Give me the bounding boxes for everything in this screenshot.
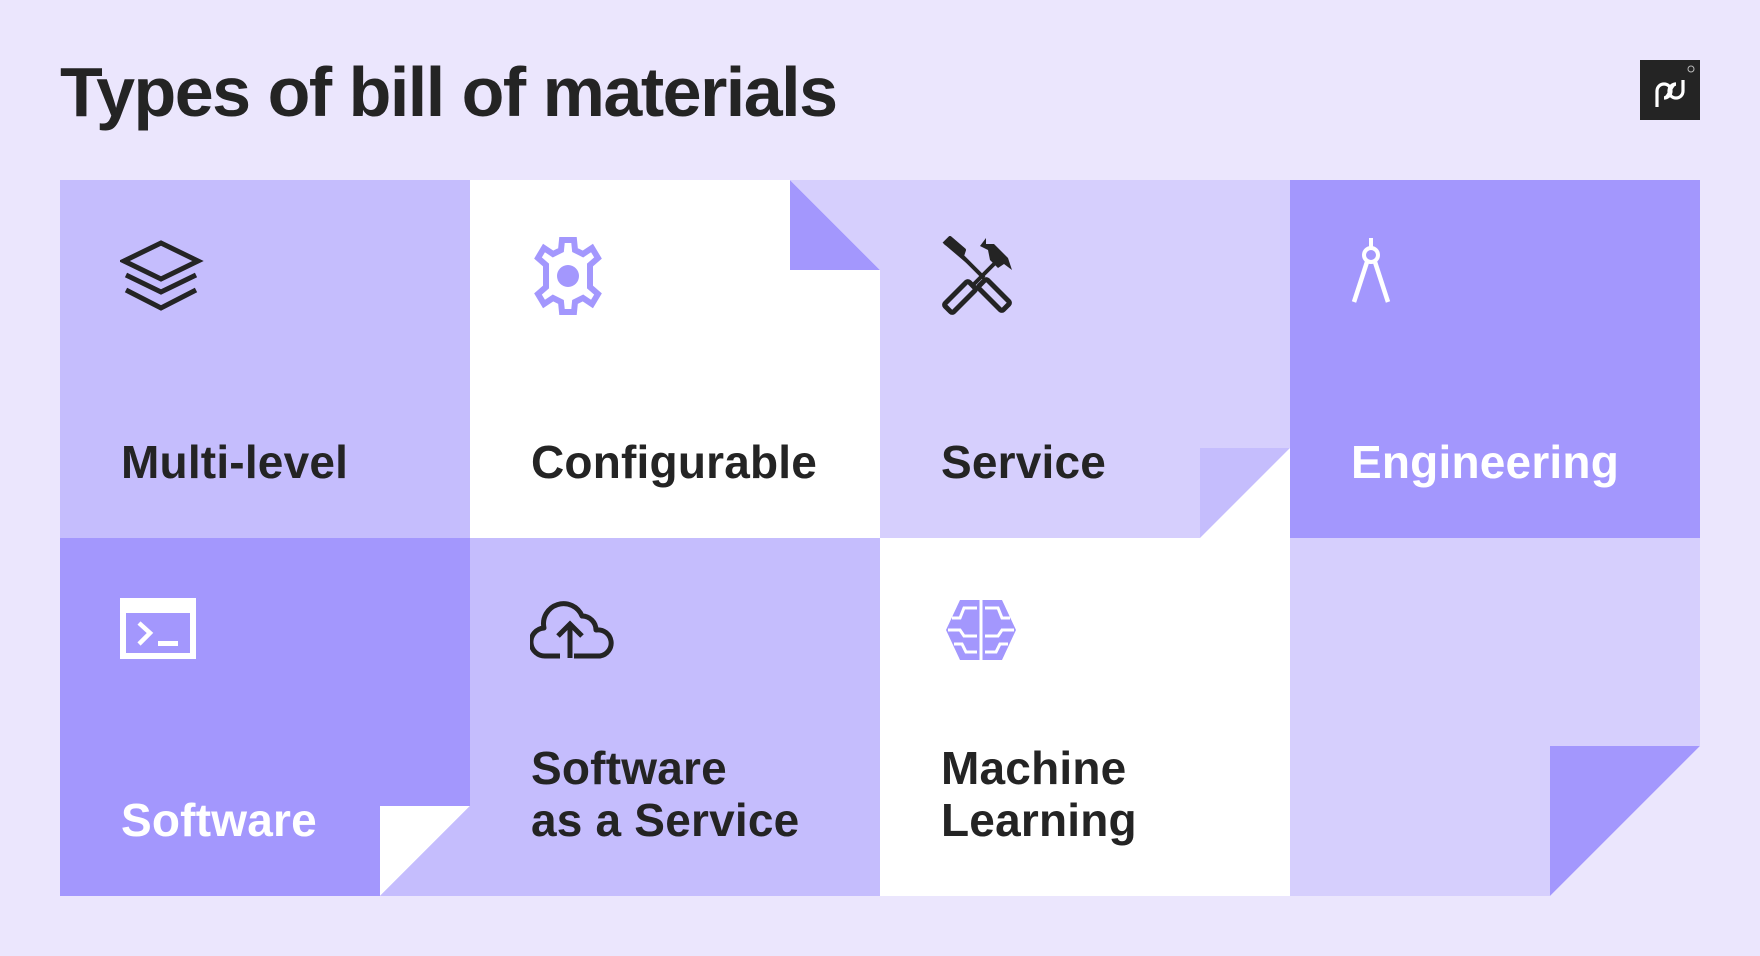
tile-configurable: Configurable — [470, 180, 880, 538]
tile-label: Engineering — [1351, 436, 1620, 488]
compass-icon — [1350, 236, 1434, 316]
tile-label: Configurable — [531, 436, 818, 488]
tile-engineering: Engineering — [1290, 180, 1700, 538]
tile-decorative — [1290, 538, 1700, 896]
page-fold-corner — [1200, 448, 1290, 538]
page-fold-corner — [790, 180, 880, 270]
tile-software: Software — [60, 538, 470, 896]
tile-software-as-a-service: Software as a Service — [470, 538, 880, 896]
tile-label: Software as a Service — [531, 742, 800, 846]
terminal-icon — [120, 598, 204, 678]
cloud-upload-icon — [530, 598, 614, 678]
tile-label: Service — [941, 436, 1107, 488]
brain-icon — [940, 598, 1024, 678]
tile-label: Machine Learning — [941, 742, 1137, 846]
page-fold-corner — [380, 806, 470, 896]
tile-label: Software — [121, 794, 317, 846]
layers-icon — [120, 236, 204, 316]
page-title: Types of bill of materials — [60, 53, 838, 131]
tile-multi-level: Multi-level — [60, 180, 470, 538]
bom-types-grid: Multi-level Configurable — [60, 180, 1700, 896]
page-fold-corner — [1550, 746, 1700, 896]
tile-label: Multi-level — [121, 436, 349, 488]
tools-icon — [940, 236, 1024, 316]
tile-machine-learning: Machine Learning — [880, 538, 1290, 896]
pandadoc-logo-icon — [1655, 65, 1695, 107]
brand-logo — [1640, 60, 1700, 120]
tile-service: Service — [880, 180, 1290, 538]
gear-icon — [530, 236, 614, 316]
